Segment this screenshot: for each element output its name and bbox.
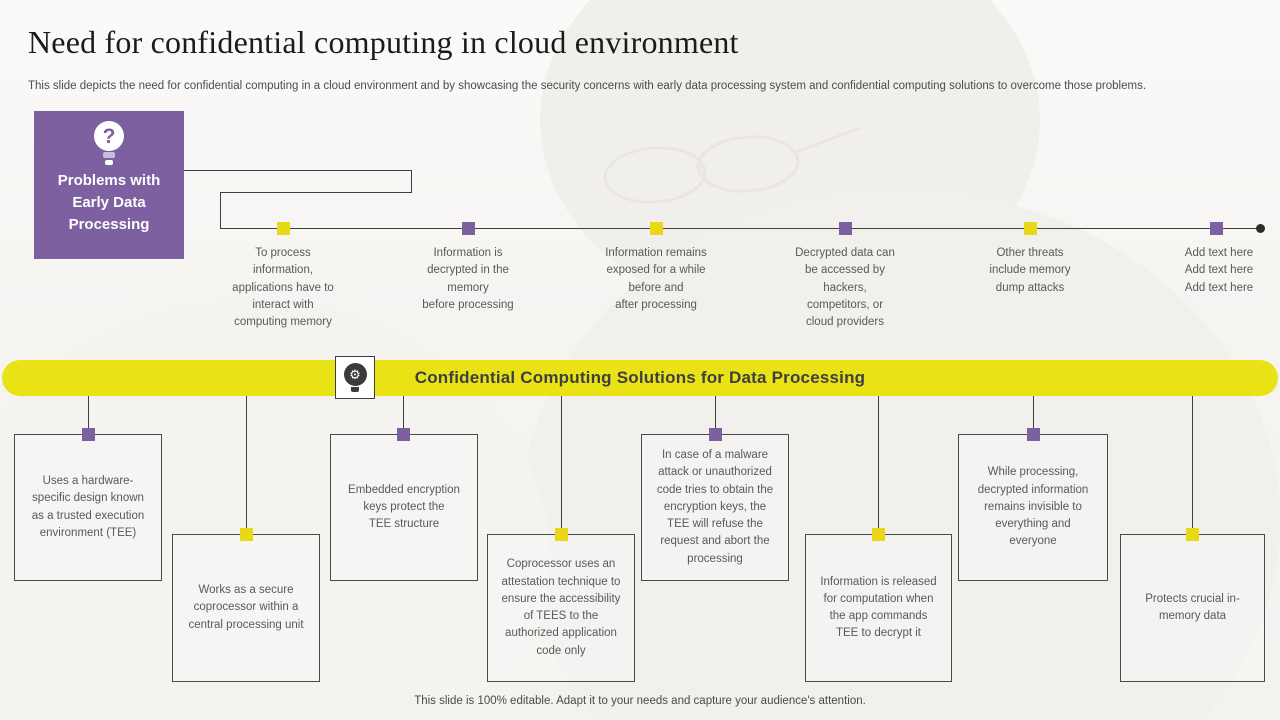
- timeline-marker: [1210, 222, 1223, 235]
- solution-connector: [1033, 396, 1034, 434]
- bulb-base: [351, 387, 359, 392]
- timeline-marker: [650, 222, 663, 235]
- solution-box[interactable]: Coprocessor uses an attestation techniqu…: [487, 534, 635, 682]
- solution-connector: [715, 396, 716, 434]
- solution-marker: [555, 528, 568, 541]
- connector-line: [220, 192, 221, 229]
- timeline-marker: [462, 222, 475, 235]
- problems-header-label: Problems with Early Data Processing: [57, 172, 161, 233]
- solution-box[interactable]: Embedded encryption keys protect the TEE…: [330, 434, 478, 581]
- solution-marker: [709, 428, 722, 441]
- timeline-line: [220, 228, 1260, 229]
- timeline-item-text[interactable]: Other threats include memory dump attack…: [989, 247, 1071, 294]
- gear-icon: ⚙: [343, 363, 367, 386]
- timeline-item-text[interactable]: Add text here Add text here Add text her…: [1184, 247, 1254, 294]
- solution-marker: [1027, 428, 1040, 441]
- timeline-item-text[interactable]: Information is decrypted in the memory b…: [422, 247, 514, 311]
- timeline-end-dot: [1256, 224, 1265, 233]
- solution-box[interactable]: Protects crucial in- memory data: [1120, 534, 1265, 682]
- timeline-marker: [1024, 222, 1037, 235]
- footer-note: This slide is 100% editable. Adapt it to…: [414, 695, 866, 707]
- connector-line: [411, 170, 412, 193]
- timeline-item-text[interactable]: Information remains exposed for a while …: [605, 247, 707, 311]
- connector-line: [220, 192, 412, 193]
- solution-marker: [872, 528, 885, 541]
- solution-marker: [82, 428, 95, 441]
- solutions-banner[interactable]: Confidential Computing Solutions for Dat…: [2, 360, 1278, 396]
- problems-header-box[interactable]: ? Problems with Early Data Processing: [34, 111, 184, 259]
- solution-box[interactable]: Information is released for computation …: [805, 534, 952, 682]
- lightbulb-gear-icon: ⚙: [335, 356, 375, 399]
- solution-connector: [878, 396, 879, 534]
- solution-connector: [88, 396, 89, 434]
- timeline-marker: [277, 222, 290, 235]
- solution-box[interactable]: In case of a malware attack or unauthori…: [641, 434, 789, 581]
- solution-connector: [561, 396, 562, 534]
- solution-box[interactable]: Uses a hardware- specific design known a…: [14, 434, 162, 581]
- timeline-marker: [839, 222, 852, 235]
- solution-box[interactable]: While processing, decrypted information …: [958, 434, 1108, 581]
- timeline-item-text[interactable]: To process information, applications hav…: [232, 247, 334, 328]
- page-title: Need for confidential computing in cloud…: [28, 24, 739, 60]
- connector-line: [184, 170, 412, 171]
- solution-box[interactable]: Works as a secure coprocessor within a c…: [172, 534, 320, 682]
- solution-marker: [397, 428, 410, 441]
- solutions-banner-label: Confidential Computing Solutions for Dat…: [414, 368, 866, 387]
- question-lightbulb-icon: ?: [34, 118, 184, 170]
- solution-connector: [403, 396, 404, 434]
- solution-connector: [1192, 396, 1193, 534]
- timeline-item-text[interactable]: Decrypted data can be accessed by hacker…: [795, 247, 895, 328]
- solution-connector: [246, 396, 247, 534]
- solution-marker: [240, 528, 253, 541]
- slide-description: This slide depicts the need for confiden…: [28, 80, 1147, 92]
- solution-marker: [1186, 528, 1199, 541]
- svg-text:?: ?: [103, 125, 116, 148]
